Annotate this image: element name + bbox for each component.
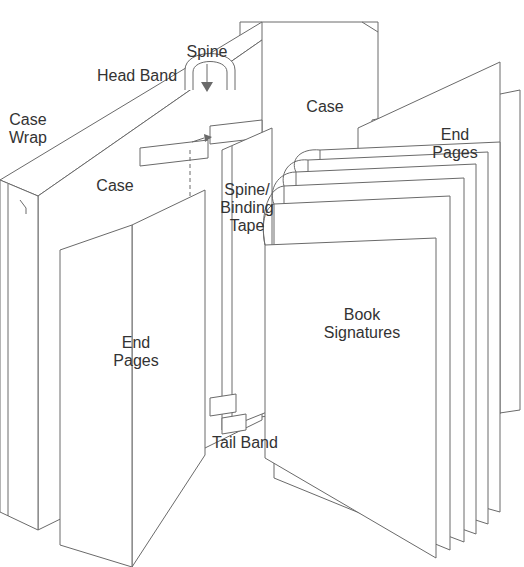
part-label: Head Band [97, 67, 177, 85]
book-block-front [265, 238, 436, 558]
case-wrap-fold [8, 184, 9, 516]
tail-band-right [222, 414, 246, 434]
part-label: Case Wrap [3, 111, 53, 147]
part-label: End Pages [424, 126, 486, 162]
head-band-left [140, 140, 208, 166]
part-label: Book Signatures [316, 306, 408, 342]
tail-band-left [210, 394, 236, 416]
board-corner [362, 22, 378, 32]
part-label: Case [306, 98, 343, 116]
part-label: Spine [187, 43, 228, 61]
part-label: End Pages [105, 334, 167, 370]
part-label: Case [96, 177, 133, 195]
part-label: Tail Band [212, 434, 278, 452]
spine-arrowhead [201, 82, 213, 92]
part-label: Spine/ Binding Tape [217, 181, 277, 235]
case-wrap-edge [0, 180, 38, 530]
head-band-arrowhead [204, 134, 212, 142]
case-wrap-chevron [20, 200, 26, 214]
head-band-arrow [192, 138, 204, 142]
end-page-left-back [132, 190, 205, 567]
end-page-left-front [60, 225, 132, 567]
